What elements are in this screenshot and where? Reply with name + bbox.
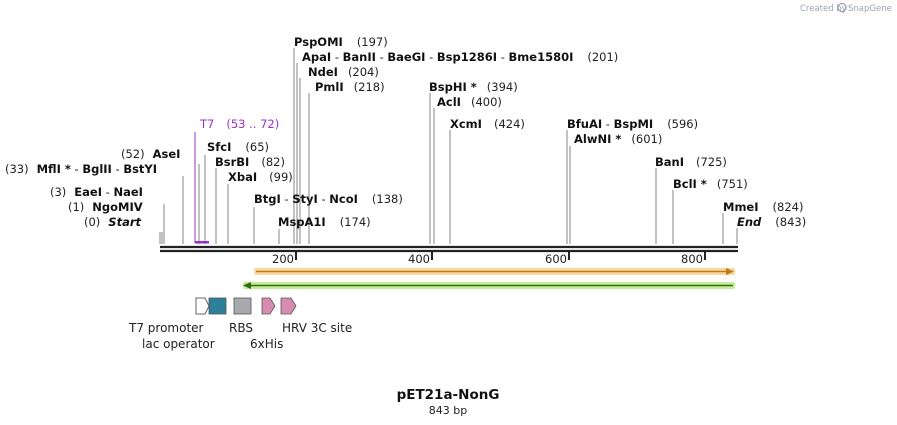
site-sfci[interactable]: SfcI(65) [207,140,269,154]
credit-brand: SnapGene [848,4,892,14]
site-pspomi[interactable]: PspOMI(197) [294,35,388,49]
snapgene-logo-icon [837,2,847,13]
hrv-3c-site-label: HRV 3C site [282,321,352,335]
site-ngomiv[interactable]: (1)NgoMIV [68,200,143,214]
site-btgi[interactable]: BtgI - StyI - NcoI(138) [254,192,403,206]
6xhis-icon[interactable] [261,297,276,315]
site-xbai[interactable]: XbaI(99) [228,170,293,184]
tick-label: 800 [681,252,703,266]
site-mspa1i[interactable]: MspA1I(174) [278,215,371,229]
axis-ticks: 200 400 600 800 [272,252,706,266]
t7-promoter-icon[interactable] [195,297,210,315]
rbs-label: RBS [229,321,253,335]
site-start[interactable]: (0)Start [84,215,142,229]
tick-label: 600 [545,252,567,266]
t7-label[interactable]: T7(53 .. 72) [199,117,279,131]
site-mfli[interactable]: (33)MflI * - BglII - BstYI [5,162,157,176]
tick-label: 400 [408,252,430,266]
lac-operator-icon[interactable] [208,297,227,315]
t7-feature-bar[interactable] [195,241,209,244]
site-bfuai[interactable]: BfuAI - BspMI(596) [567,117,698,131]
site-alwni[interactable]: AlwNI *(601) [574,132,662,146]
site-xcmi[interactable]: XcmI(424) [450,117,525,131]
site-apai[interactable]: ApaI - BanII - BaeGI - Bsp1286I - Bme158… [302,50,618,64]
hrv-3c-site-icon[interactable] [280,297,297,315]
site-acli[interactable]: AclI(400) [437,95,502,109]
green-feature-arrow[interactable] [243,282,735,289]
site-asei[interactable]: (52)AseI [121,147,180,161]
site-ndei[interactable]: NdeI(204) [308,65,379,79]
lac-operator-label: lac operator [142,337,215,351]
tick-label: 200 [272,252,294,266]
orange-feature-arrow[interactable] [254,268,735,275]
credit-text: Created by [800,4,847,14]
site-bsrbi[interactable]: BsrBI(82) [215,155,285,169]
site-end[interactable]: End(843) [737,215,806,229]
site-eaei[interactable]: (3)EaeI - NaeI [50,185,143,199]
6xhis-label: 6xHis [250,337,283,351]
t7-promoter-label: T7 promoter [128,321,204,335]
rbs-icon[interactable] [233,297,252,315]
site-mmei[interactable]: MmeI(824) [723,200,803,214]
site-lines [159,48,738,244]
site-bcli[interactable]: BclI *(751) [673,177,748,191]
map-subtitle: 843 bp [429,404,467,417]
site-bsphi[interactable]: BspHI *(394) [429,80,518,94]
site-pmli[interactable]: PmlI(218) [315,80,385,94]
site-bani[interactable]: BanI(725) [655,155,727,169]
map-title: pET21a-NonG [397,387,500,403]
